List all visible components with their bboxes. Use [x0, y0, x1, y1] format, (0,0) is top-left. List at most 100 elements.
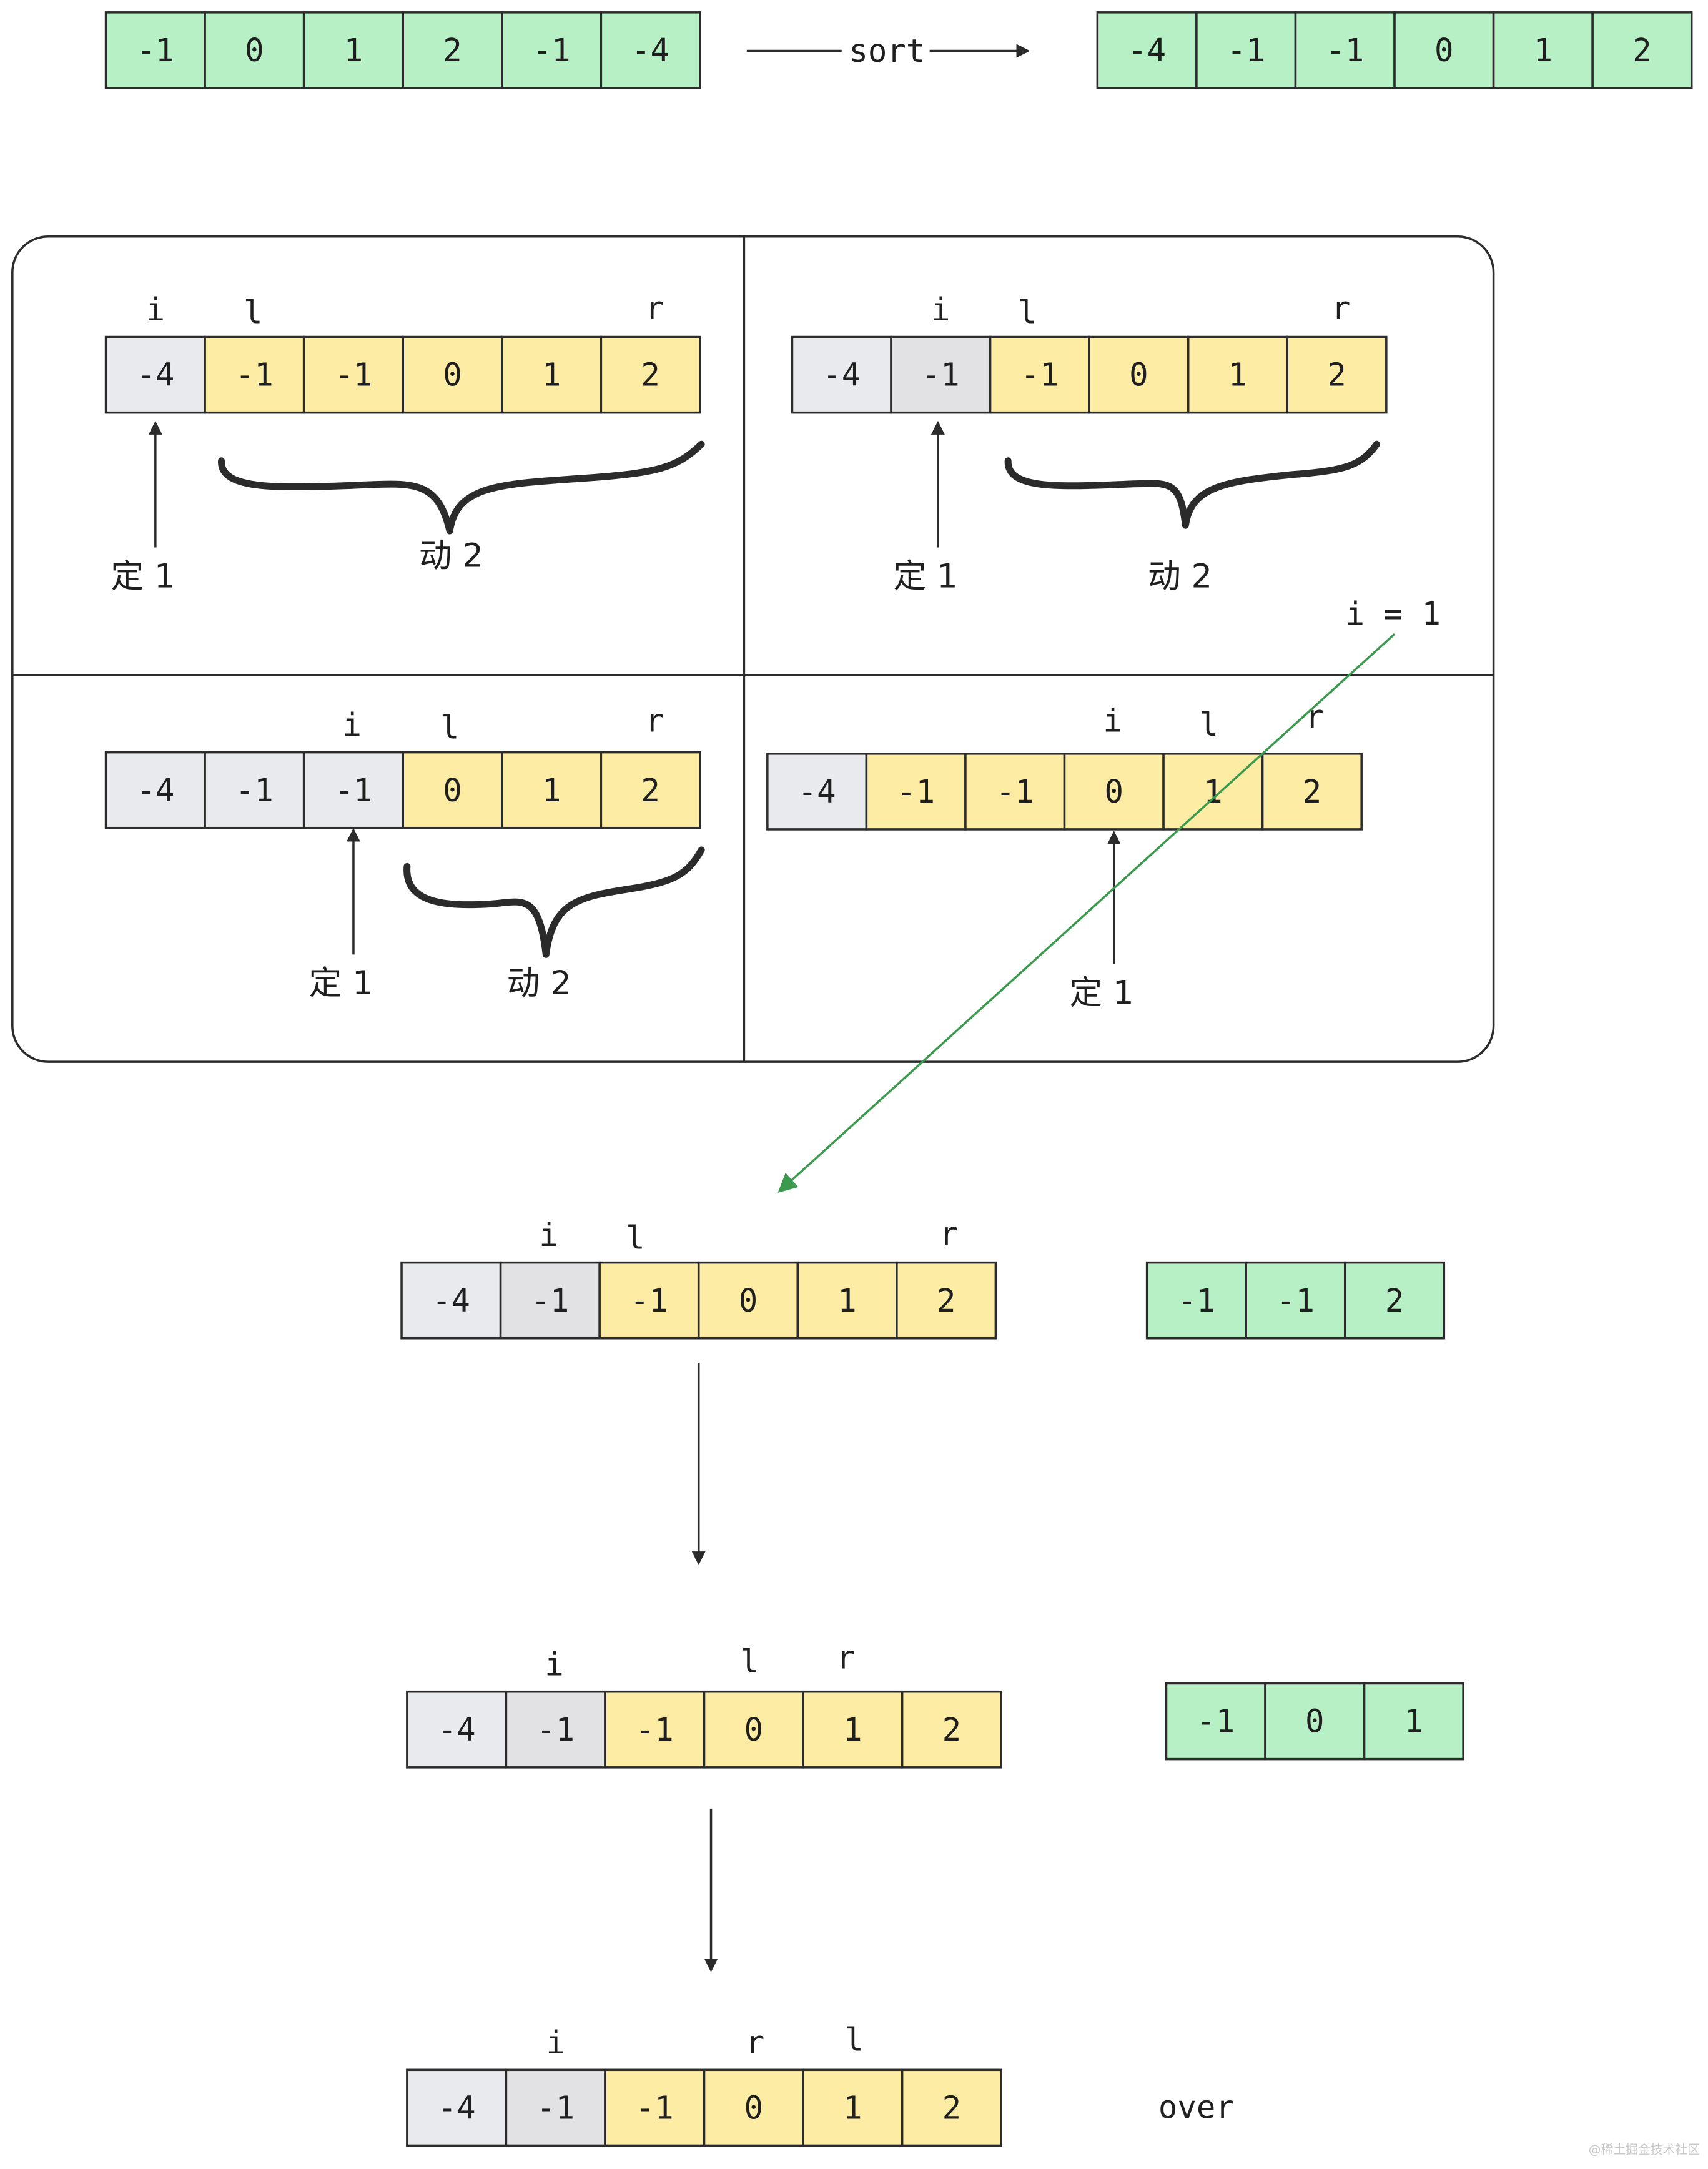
array-cell: 0	[402, 751, 503, 829]
moving-brace	[403, 846, 705, 958]
array-cell-value: 0	[744, 2089, 764, 2126]
i-equals-note: i = 1	[1346, 595, 1441, 632]
array-cell: -1	[302, 751, 405, 829]
array-cell: 1	[1492, 11, 1594, 89]
array-cell: -4	[104, 751, 206, 829]
watermark: @稀土掘金技术社区	[1589, 2143, 1700, 2157]
array-cell-value: -4	[136, 772, 174, 809]
array-cell: 1	[796, 1261, 898, 1340]
array-cell-value: -4	[136, 357, 174, 393]
fixed-label: 定 1	[111, 557, 175, 595]
array-cell-value: -4	[438, 1711, 476, 1748]
array-cell-value: -1	[1197, 1703, 1235, 1740]
array-cell: -1	[302, 335, 405, 414]
array-cell-value: 2	[1632, 32, 1651, 69]
array-cell-value: 0	[739, 1282, 758, 1319]
array-cell: 2	[896, 1261, 997, 1340]
array-cell: -4	[406, 2068, 508, 2147]
array-cell: 1	[802, 2068, 904, 2147]
array-cell: 1	[1162, 753, 1264, 831]
panel-top-left-annotations: i l r 定 1 动 2	[111, 290, 705, 595]
array-cell-value: 1	[843, 2089, 862, 2126]
pointer-i: i	[545, 1646, 564, 1682]
array-cell-value: -1	[996, 773, 1034, 810]
moving-label: 动 2	[1148, 557, 1212, 595]
array-cell-value: -4	[432, 1282, 470, 1319]
fixed-label: 定 1	[309, 964, 373, 1002]
array-cell: 1	[302, 11, 405, 89]
array-cell: -1	[505, 1690, 606, 1769]
array-cell-value: -1	[922, 357, 960, 393]
moving-brace	[218, 440, 705, 535]
array-cell: 0	[1264, 1682, 1366, 1761]
array-cell: 1	[802, 1690, 904, 1769]
panel-top-left: -4 -1 -1 0 1 2	[104, 335, 701, 414]
array-cell-value: 1	[1534, 32, 1553, 69]
array-cell: 2	[1261, 753, 1363, 831]
array-cell: -1	[964, 753, 1066, 831]
array-cell: 0	[1088, 335, 1190, 414]
array-cell-value: 2	[937, 1282, 956, 1319]
array-cell: 0	[697, 1261, 799, 1340]
step-2-pointers: i l r	[545, 1639, 855, 1682]
array-cell-value: -4	[822, 357, 861, 393]
step-1-array: -4 -1 -1 0 1 2	[400, 1261, 997, 1340]
array-cell: -4	[406, 1690, 508, 1769]
pointer-r: r	[645, 703, 664, 739]
array-cell-value: -1	[531, 1282, 569, 1319]
array-cell-value: -1	[897, 773, 935, 810]
pointer-i: i	[146, 291, 165, 328]
array-cell: 2	[901, 1690, 1002, 1769]
array-cell-value: -1	[636, 2089, 674, 2126]
array-cell: -1	[499, 1261, 601, 1340]
array-cell: -1	[598, 1261, 700, 1340]
pointer-l: l	[244, 294, 263, 331]
array-cell: -1	[204, 335, 305, 414]
array-cell: 0	[1393, 11, 1495, 89]
array-cell-value: 0	[1434, 32, 1454, 69]
array-cell: 1	[1187, 335, 1289, 414]
pointer-r: r	[645, 290, 664, 327]
array-cell-value: 2	[942, 1711, 962, 1748]
array-cell-value: 2	[1385, 1282, 1404, 1319]
array-cell-value: 2	[1327, 357, 1346, 393]
moving-label: 动 2	[419, 536, 483, 575]
array-cell: -4	[400, 1261, 502, 1340]
array-cell-value: 0	[443, 772, 462, 809]
array-cell: -1	[1165, 1682, 1266, 1761]
array-cell-value: -1	[334, 357, 372, 393]
array-cell-value: -1	[136, 32, 174, 69]
pointer-r: r	[836, 1639, 856, 1676]
array-cell: -1	[604, 1690, 706, 1769]
array-cell-value: 2	[942, 2089, 962, 2126]
array-cell: 2	[1286, 335, 1388, 414]
panel-bottom-right-annotations: i l r 定 1	[1069, 698, 1324, 1012]
array-cell: 0	[402, 335, 503, 414]
pointer-i: i	[1103, 703, 1122, 739]
array-cell: 2	[901, 2068, 1002, 2147]
array-cell-value: 0	[1129, 357, 1148, 393]
jump-arrow	[777, 633, 1396, 1193]
array-cell: 0	[703, 2068, 804, 2147]
panel-bottom-left-annotations: i l r 定 1 动 2	[309, 703, 705, 1002]
panel-grid	[11, 235, 1495, 1063]
array-cell-value: 0	[443, 357, 462, 393]
array-cell-value: -1	[1276, 1282, 1315, 1319]
moving-brace	[1004, 440, 1380, 529]
array-cell-value: -4	[798, 773, 836, 810]
array-cell-value: 1	[542, 357, 561, 393]
array-cell-value: -4	[1128, 32, 1166, 69]
array-cell: -4	[791, 335, 892, 414]
pointer-r: r	[1305, 698, 1325, 735]
pointer-l: l	[740, 1643, 759, 1680]
pointer-i: i	[539, 1217, 558, 1253]
array-cell-value: 2	[641, 357, 660, 393]
array-cell-value: -4	[438, 2089, 476, 2126]
array-cell-value: -1	[235, 357, 274, 393]
pointer-r: r	[746, 2024, 765, 2061]
array-cell: -4	[600, 11, 701, 89]
